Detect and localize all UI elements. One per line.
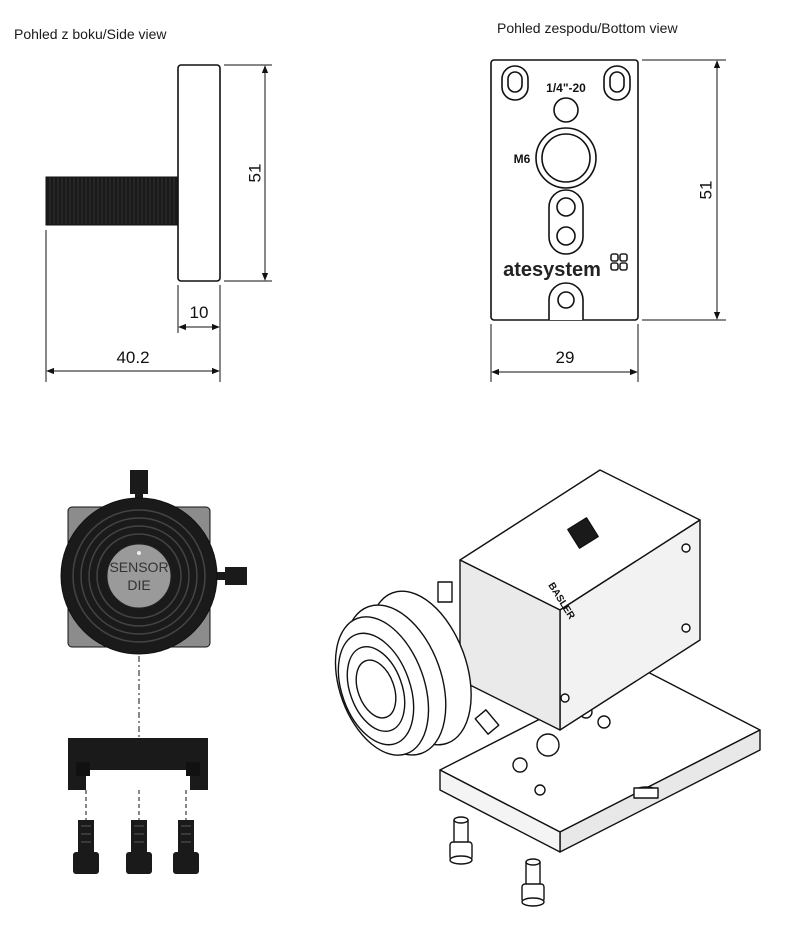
iso-qr-code (567, 517, 599, 549)
iso-screw-left (449, 816, 473, 865)
front-screw-right (225, 567, 247, 585)
front-view-drawing: SENSOR DIE (60, 470, 247, 874)
sensor-die (106, 543, 172, 609)
sensor-label-1: SENSOR (109, 559, 168, 575)
side-view-drawing: 51 10 40.2 (45, 64, 272, 382)
iso-foot (633, 786, 659, 799)
bottom-view-label: Pohled zespodu/Bottom view (497, 20, 678, 36)
m6-hole-inner (541, 133, 591, 183)
iso-lens-screw-side (474, 709, 500, 735)
bottom-height-dim: 51 (696, 181, 715, 200)
side-view-label: Pohled z boku/Side view (14, 26, 167, 42)
front-screw-top (130, 470, 148, 494)
iso-lens-glass (355, 659, 397, 719)
iso-lens-screw-top (437, 581, 453, 603)
front-bracket (68, 738, 208, 790)
bottom-view-drawing: 1/4"-20 M6 atesystem 51 29 (490, 59, 726, 382)
brand-text: atesystem (503, 259, 601, 281)
bottom-width-dim: 29 (556, 348, 575, 367)
side-plate-dim: 10 (190, 303, 209, 322)
thread-label: 1/4"-20 (546, 81, 586, 95)
m6-label: M6 (514, 152, 531, 166)
bracket-screw-left (73, 820, 99, 874)
bracket-screw-center (126, 820, 152, 874)
brand-logo-icon (610, 253, 628, 271)
bracket-screw-right (173, 820, 199, 874)
side-height-dim: 51 (245, 164, 264, 183)
side-threaded-rod (45, 176, 180, 226)
sensor-label-2: DIE (127, 577, 150, 593)
iso-screw-right (521, 858, 545, 907)
quarter-inch-hole (553, 97, 579, 123)
side-plate (177, 64, 221, 282)
isometric-camera-drawing: BASLER (334, 469, 761, 907)
side-length-dim: 40.2 (116, 348, 149, 367)
